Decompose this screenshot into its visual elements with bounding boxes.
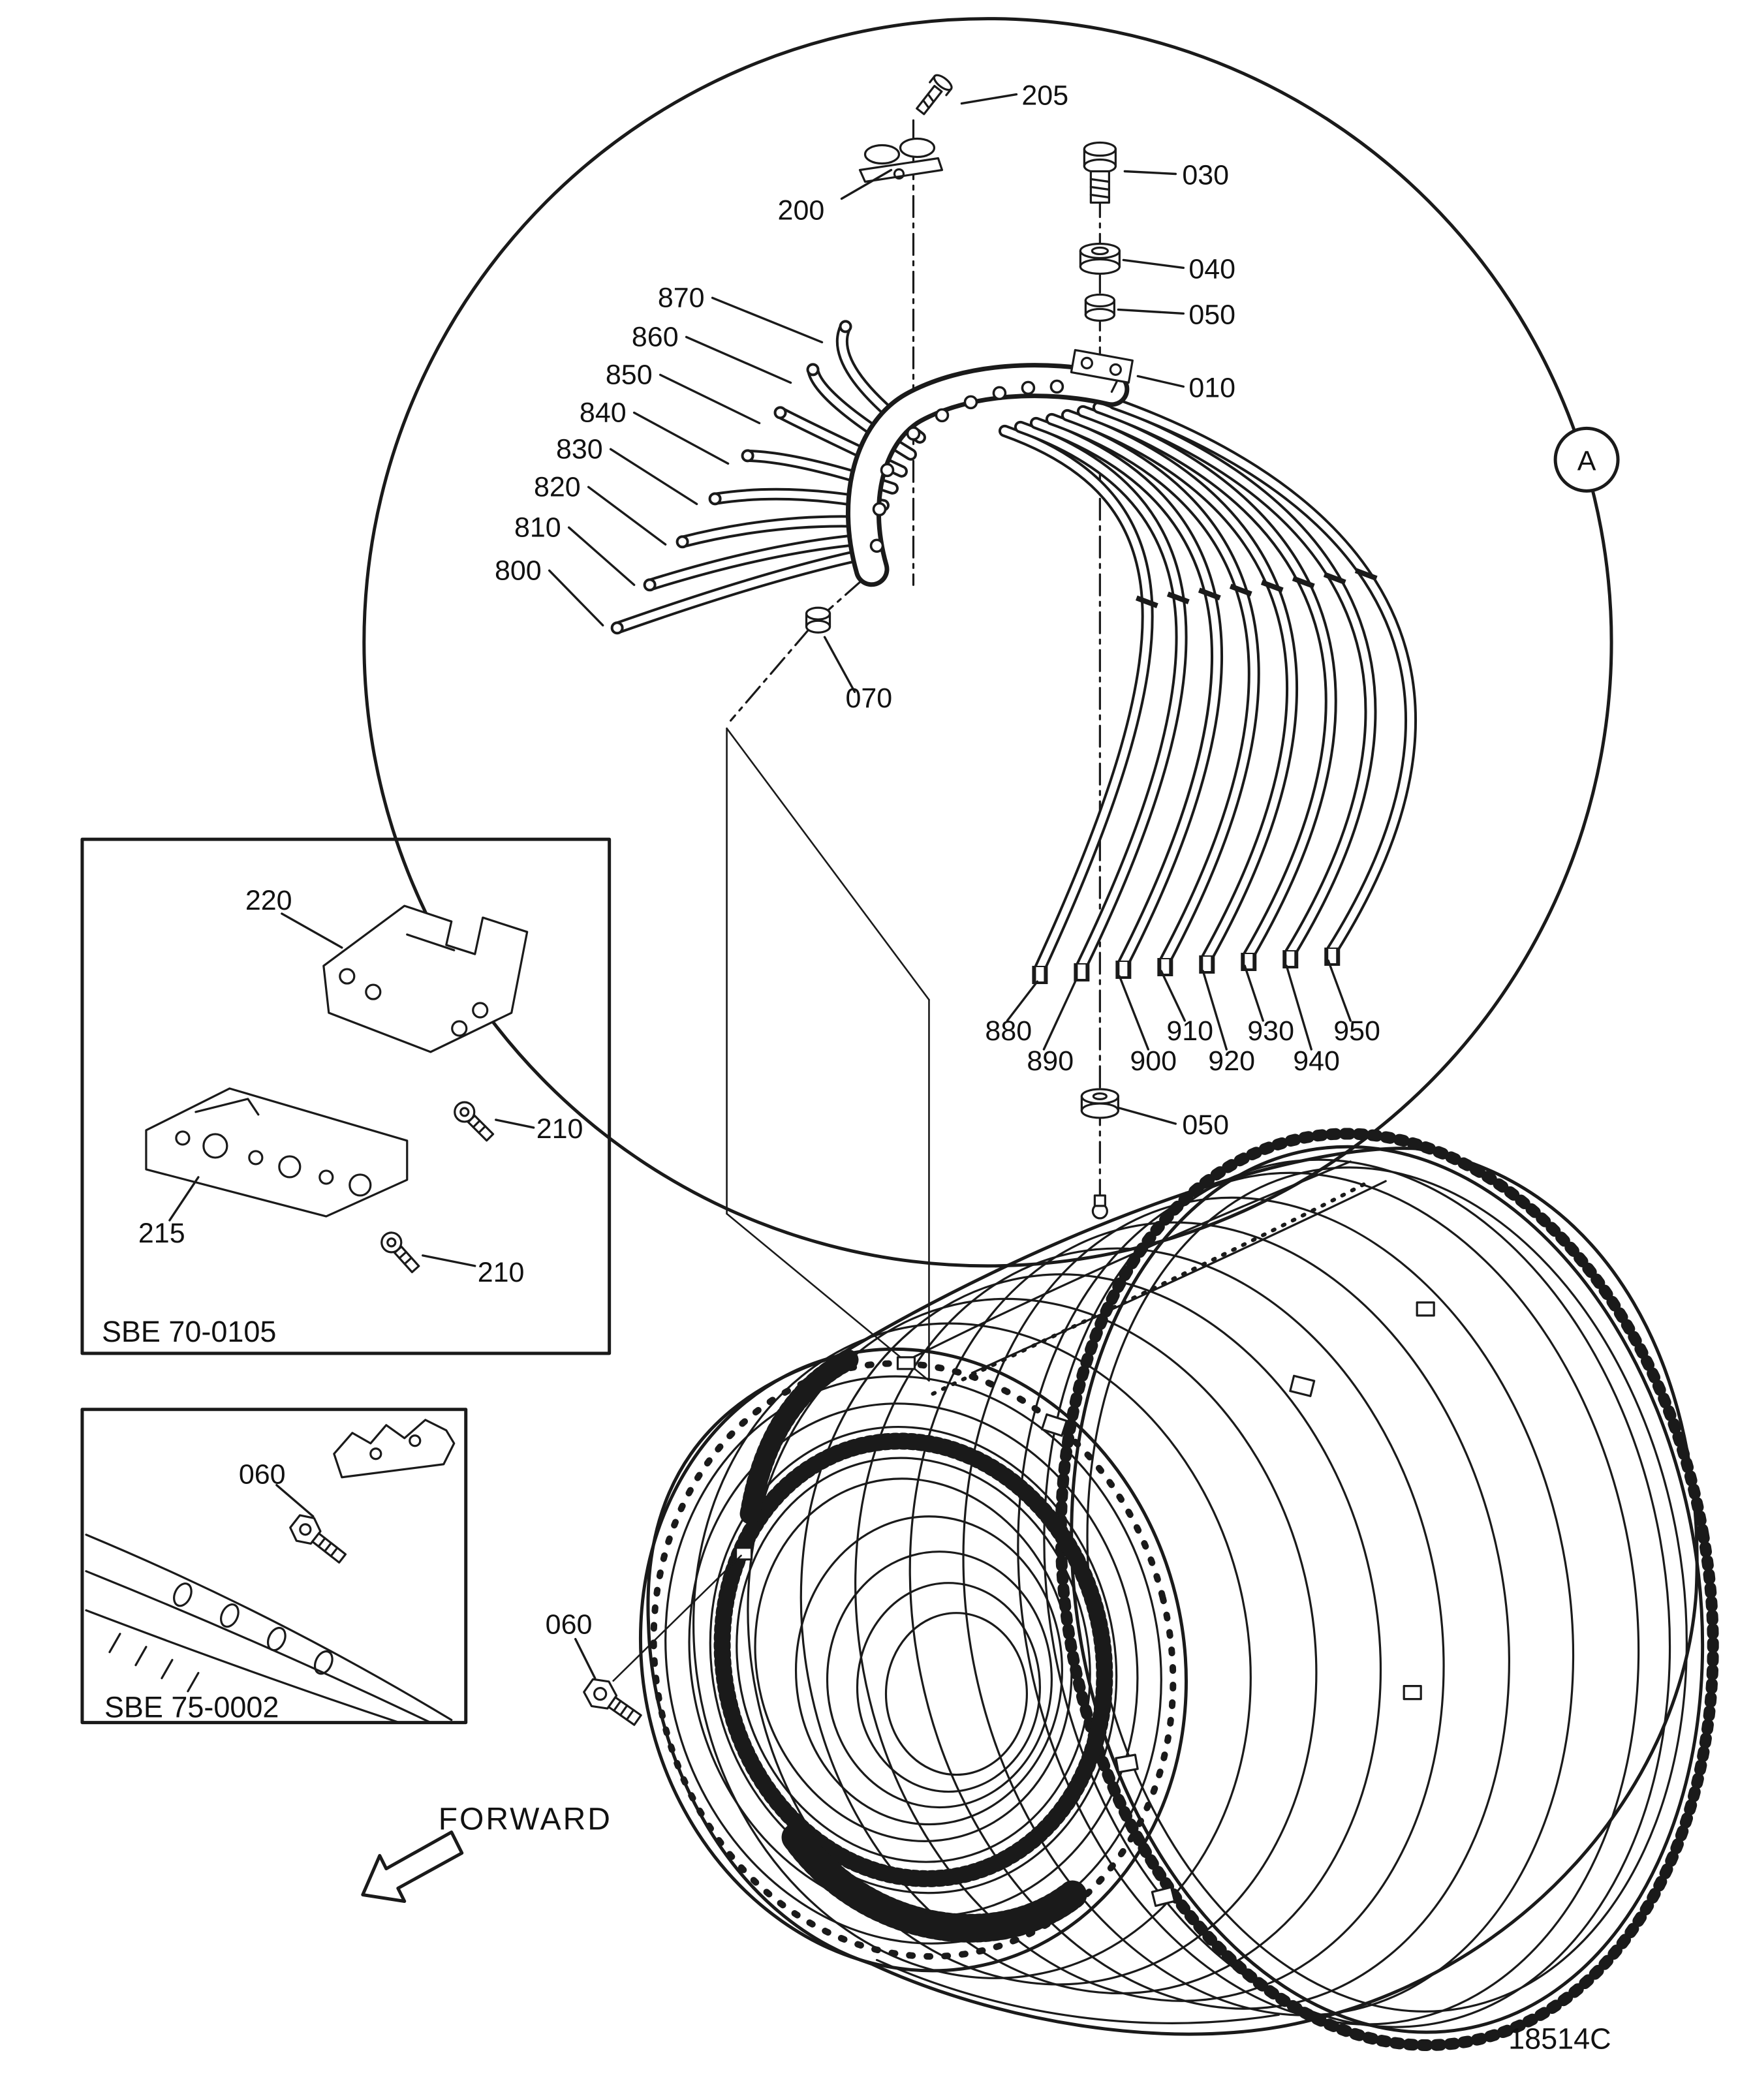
callout-210-lower: 210 [478, 1257, 525, 1288]
callout-900: 900 [1130, 1045, 1177, 1077]
callout-910: 910 [1166, 1015, 1213, 1047]
nut-050-top-part [1084, 293, 1115, 322]
bolt-060-inset-part [289, 1514, 347, 1564]
centerlines [726, 119, 1101, 1382]
callout-950: 950 [1333, 1015, 1380, 1047]
callout-820: 820 [534, 471, 581, 502]
callout-810: 810 [514, 512, 561, 543]
callout-030: 030 [1182, 159, 1229, 191]
leader-lines [168, 93, 1352, 1680]
forward-arrow-icon [361, 1830, 464, 1904]
callouts: 205 200 030 040 050 010 870 860 850 840 … [102, 80, 1380, 1724]
callout-215: 215 [138, 1218, 185, 1249]
screw-210-upper-part [454, 1101, 495, 1142]
inset-box-sbe-70-0105 [80, 837, 612, 1355]
callout-050-bottom: 050 [1182, 1109, 1229, 1141]
callout-200: 200 [778, 194, 825, 226]
tube-end-fittings [1032, 948, 1341, 985]
callout-220: 220 [245, 885, 292, 916]
bracket-215-part [145, 1087, 409, 1218]
callout-050-top: 050 [1188, 299, 1235, 330]
callout-060-inset: 060 [239, 1459, 286, 1490]
callout-800: 800 [495, 555, 542, 586]
forward-label: FORWARD [439, 1802, 612, 1837]
screw-205-part [916, 74, 953, 116]
detail-marker-label: A [1577, 445, 1596, 476]
front-flange [638, 1347, 1188, 1973]
callout-850: 850 [606, 359, 653, 390]
callout-070: 070 [846, 683, 893, 714]
fuel-tube-fan-right [998, 397, 1418, 985]
lock-strip-part [333, 1419, 456, 1479]
case-attach-bolt [1091, 1194, 1108, 1220]
callout-920: 920 [1208, 1045, 1255, 1077]
bolt-030-part [1083, 141, 1117, 204]
callout-205: 205 [1021, 80, 1068, 112]
detail-view-circle [362, 17, 1613, 1268]
engine-case [638, 1128, 1719, 2051]
tube-clamps [1135, 568, 1378, 608]
bolt-060-main-part [583, 1554, 742, 1726]
spacer-040-part [1079, 242, 1121, 275]
inset-code-75-0002: SBE 75-0002 [104, 1691, 279, 1724]
plug-070-part [805, 606, 831, 634]
callout-060-main: 060 [546, 1609, 593, 1641]
inset-box-sbe-75-0002 [80, 1408, 468, 1725]
callout-870: 870 [658, 282, 705, 313]
callout-860: 860 [632, 321, 679, 352]
inset-code-70-0105: SBE 70-0105 [102, 1315, 277, 1348]
callout-840: 840 [580, 397, 627, 428]
fitting-010-part [1070, 348, 1134, 393]
callout-880: 880 [985, 1015, 1032, 1047]
fuel-manifold [845, 363, 1130, 587]
drawing-number: 18514C [1508, 2022, 1611, 2055]
callout-830: 830 [556, 433, 603, 465]
callout-010: 010 [1188, 372, 1235, 403]
callout-040: 040 [1188, 253, 1235, 285]
callout-890: 890 [1027, 1045, 1074, 1077]
flange-arcs [85, 1534, 453, 1724]
clamp-200-part [858, 137, 944, 183]
detail-marker-a: A [1553, 426, 1620, 493]
plate-220-part [322, 904, 529, 1053]
screw-210-lower-part [380, 1231, 420, 1274]
case-clips [734, 1301, 1435, 1907]
washer-050-bottom-part [1080, 1088, 1119, 1119]
callout-930: 930 [1247, 1015, 1294, 1047]
callout-210-upper: 210 [536, 1113, 583, 1145]
callout-940: 940 [1293, 1045, 1340, 1077]
